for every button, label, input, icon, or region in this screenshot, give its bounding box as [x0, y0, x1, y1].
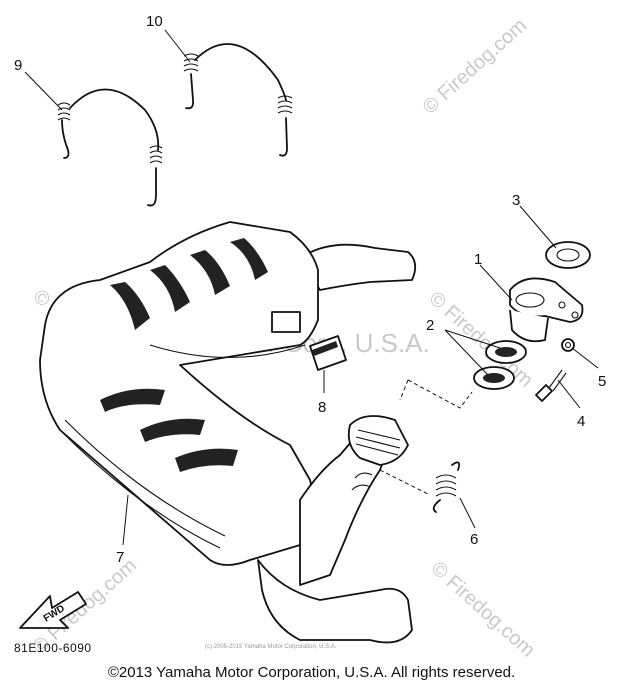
watermark-top: © Firedog.com — [419, 14, 531, 118]
copyright-notice: ©2013 Yamaha Motor Corporation, U.S.A. A… — [107, 664, 516, 681]
bolt-4 — [535, 369, 567, 402]
inlet-pipe — [257, 415, 413, 644]
callout-2: 2 — [426, 317, 434, 334]
callout-5: 5 — [598, 373, 606, 390]
small-notice: (c) 2005-2015 Yamaha Motor Corporation, … — [205, 644, 337, 650]
watermark-bottom-right: © Firedog.com — [427, 557, 539, 661]
diagram-code: 81E100-6090 — [14, 641, 92, 655]
callout-4: 4 — [577, 413, 585, 430]
fwd-arrow-icon: FWD — [19, 591, 87, 629]
callout-7: 7 — [116, 549, 124, 566]
nut-5 — [561, 338, 575, 352]
gasket-3 — [545, 241, 591, 269]
spring-6 — [432, 461, 461, 513]
spring-10 — [183, 43, 293, 157]
callout-9: 9 — [14, 57, 22, 74]
callout-8: 8 — [318, 399, 326, 416]
callout-3: 3 — [512, 192, 520, 209]
callout-10: 10 — [146, 13, 163, 30]
callout-6: 6 — [470, 531, 478, 548]
gasket-8 — [309, 335, 347, 371]
spring-9 — [57, 88, 163, 207]
muffler-body — [39, 221, 417, 566]
leader-lines — [24, 29, 599, 546]
callout-labels: 1 2 3 4 5 6 7 8 9 10 — [14, 13, 606, 566]
callout-1: 1 — [474, 251, 482, 268]
joint-1 — [509, 277, 584, 343]
